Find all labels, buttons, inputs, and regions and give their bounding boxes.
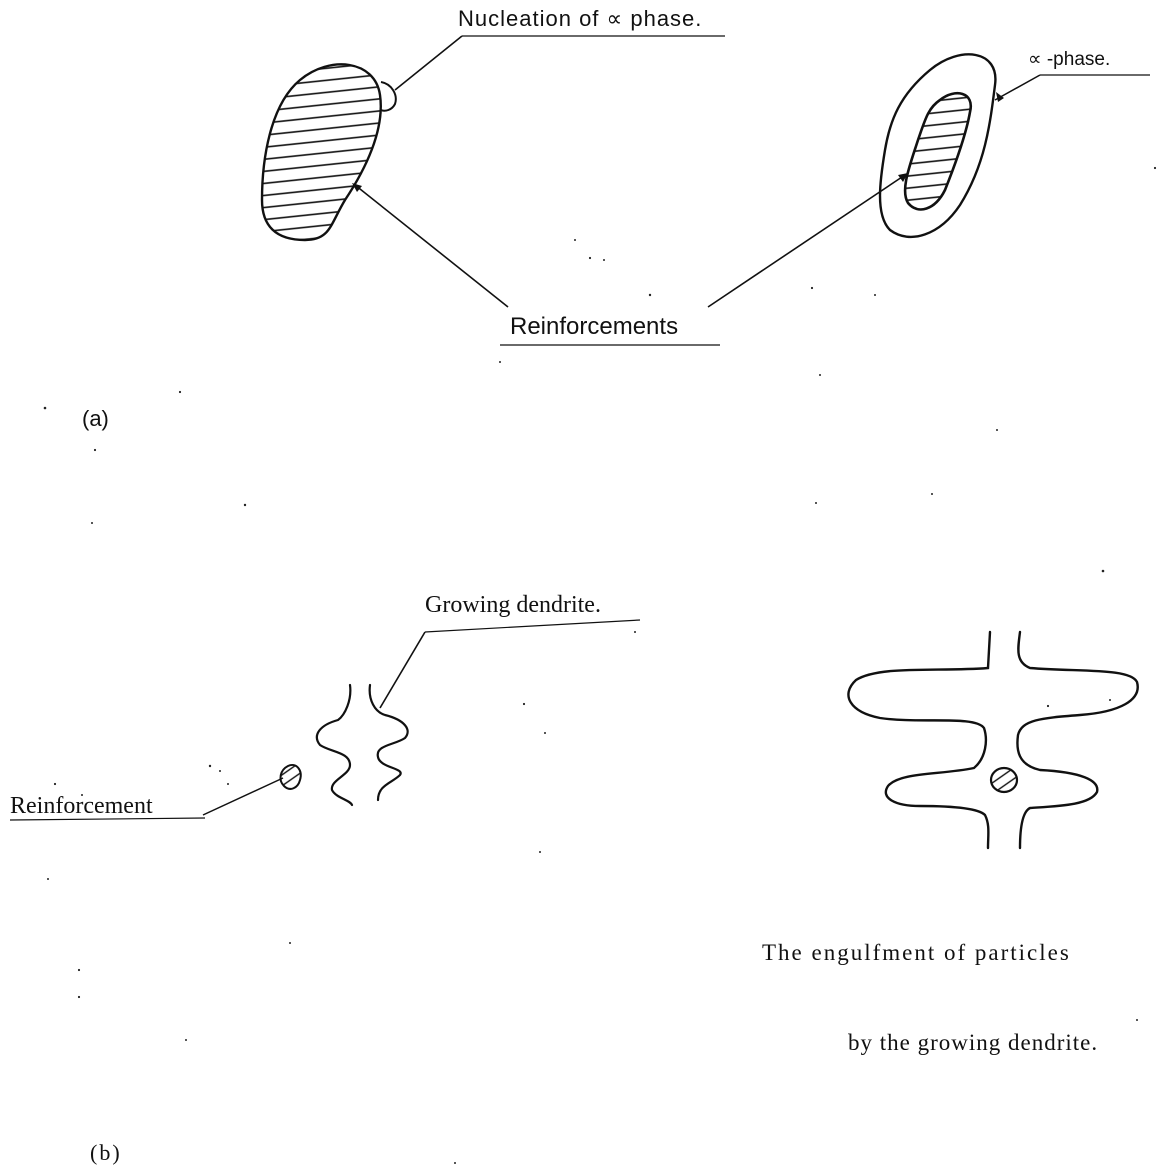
reinforcement-particle-right [905,93,971,209]
growing-dendrite-label: Growing dendrite. [425,592,601,619]
alpha-phase-leader-line [995,75,1150,102]
alpha-phase-label: ∝ -phase. [1028,48,1110,71]
reinforcement-label: Reinforcement [10,793,153,820]
engulfed-particle [991,768,1017,792]
engulfment-caption-line2: by the growing dendrite. [848,1030,1098,1056]
reinforcements-label: Reinforcements [510,313,678,341]
nucleation-label: Nucleation of ∝ phase. [458,6,702,32]
nucleation-leader-line [395,36,725,90]
panel-b-label: (b) [90,1140,122,1166]
alpha-nucleus [381,82,396,111]
reinforcement-particle-left [262,64,381,240]
reinforcements-pointer-right [708,173,908,307]
engulfment-caption-line1: The engulfment of particles [762,940,1071,966]
reinforcements-pointer-left [352,183,508,307]
panel-a-label: (a) [82,406,109,432]
engulfing-dendrite [848,632,1137,848]
reinforcement-particle-small [281,765,301,789]
growing-dendrite [317,685,408,805]
dendrite-leader-line [380,620,640,708]
